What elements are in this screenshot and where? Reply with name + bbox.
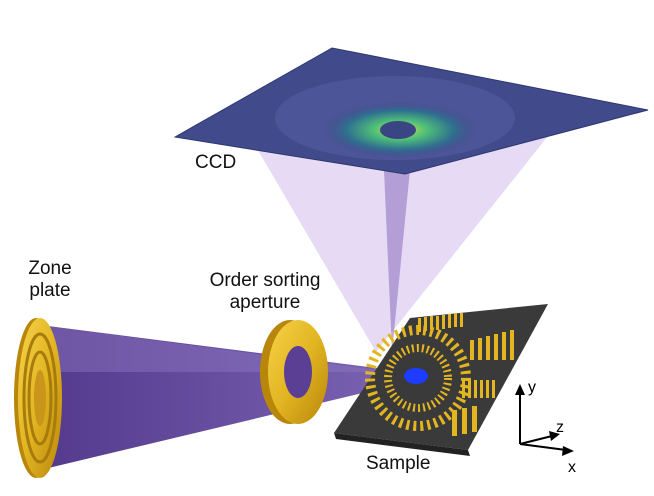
osa-label: Order sorting aperture [200, 270, 330, 314]
axis-z-label: z [556, 419, 564, 436]
zone-plate-label-line2: plate [29, 279, 71, 301]
zone-plate-label: Zone plate [18, 258, 82, 302]
coordinate-axes [515, 384, 574, 456]
ccd-detector [173, 47, 649, 175]
axis-x-label: x [568, 459, 576, 476]
axis-y-label: y [528, 379, 536, 396]
ccd-label: CCD [195, 152, 237, 173]
sample-chip [334, 304, 548, 456]
osa-label-line2: aperture [229, 291, 301, 313]
osa-label-line1: Order sorting [209, 270, 321, 291]
sample-label: Sample [366, 453, 431, 474]
order-sorting-aperture [260, 320, 328, 424]
zone-plate [14, 318, 62, 478]
central-beam-to-ccd [384, 170, 410, 352]
zone-plate-label-line1: Zone [28, 258, 72, 279]
